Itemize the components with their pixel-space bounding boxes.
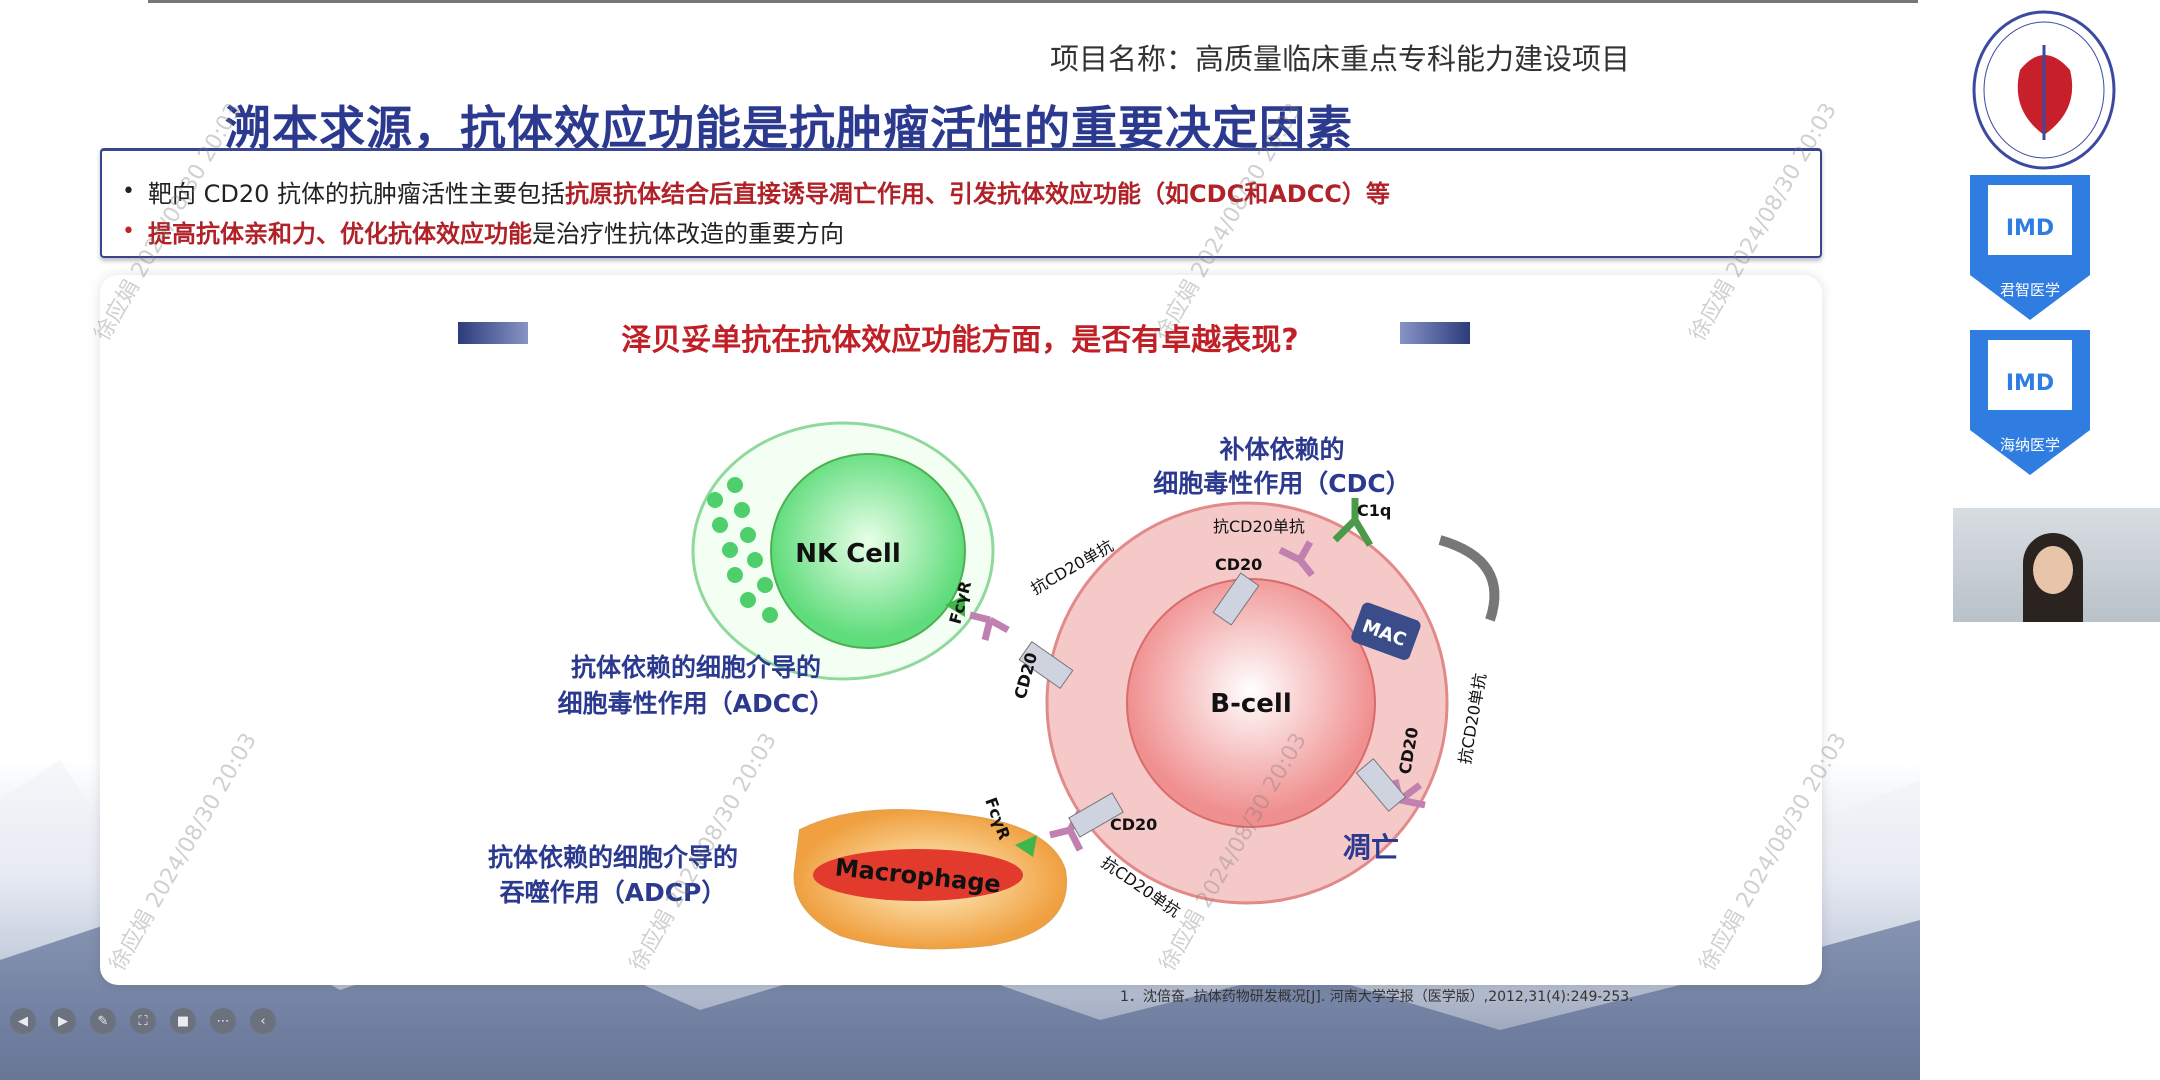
presenter-video[interactable] <box>1953 508 2160 622</box>
antibody-label: 抗CD20单抗 <box>1455 672 1490 766</box>
presenter-face <box>2033 546 2073 594</box>
b-cell: B-cell <box>1045 501 1449 905</box>
cd20-label: CD20 <box>1011 650 1042 701</box>
bullet-text: 靶向 CD20 抗体的抗肿瘤活性主要包括 <box>148 179 566 208</box>
project-name: 项目名称：高质量临床重点专科能力建设项目 <box>1049 42 1630 76</box>
fc-receptors <box>945 595 1037 857</box>
reference: 1．沈倍奋. 抗体药物研发概况[J]. 河南大学学报（医学版）,2012,31(… <box>1120 989 1634 1005</box>
slide-title: 溯本求源，抗体效应功能是抗肿瘤活性的重要决定因素 <box>225 101 1353 155</box>
mac-complex: MAC <box>1351 602 1421 660</box>
bullet-2: • 提高抗体亲和力、优化抗体效应功能是治疗性抗体改造的重要方向 <box>122 211 1820 251</box>
macrophage: Macrophage <box>793 809 1068 950</box>
top-divider <box>148 0 1918 3</box>
cdc-label-line2: 细胞毒性作用（CDC） <box>1153 469 1410 498</box>
nk-cell-label: NK Cell <box>795 539 901 569</box>
foundation-logo <box>1972 10 2116 170</box>
prev-slide-icon[interactable]: ◀ <box>10 1008 36 1034</box>
bullet-dot: • <box>122 178 135 204</box>
bullet-box: • 靶向 CD20 抗体的抗肿瘤活性主要包括抗原抗体结合后直接诱导凋亡作用、引发抗… <box>100 148 1822 258</box>
adcc-label-line2: 细胞毒性作用（ADCC） <box>558 689 835 718</box>
imd-text: IMD <box>2006 371 2054 396</box>
more-icon[interactable]: ⋯ <box>210 1008 236 1034</box>
imd-badge-junzhi: IMD 君智医学 <box>1970 175 2090 320</box>
c1q-complex <box>1332 498 1374 547</box>
b-cell-label: B-cell <box>1210 689 1291 719</box>
c1q-label: C1q <box>1357 501 1391 520</box>
camera-icon[interactable]: ■ <box>170 1008 196 1034</box>
logo-column: IMD 君智医学 IMD 海纳医学 <box>1940 0 2160 1080</box>
bullet-1: • 靶向 CD20 抗体的抗肿瘤活性主要包括抗原抗体结合后直接诱导凋亡作用、引发抗… <box>122 171 1820 211</box>
cd20-receptors <box>1018 572 1407 838</box>
cd20-label: CD20 <box>1215 555 1262 574</box>
bullet-highlight: 提高抗体亲和力、优化抗体效应功能 <box>148 219 532 248</box>
arrow-curve <box>1438 535 1500 622</box>
adcp-label-line2: 吞噬作用（ADCP） <box>500 878 727 907</box>
apoptosis-label: 凋亡 <box>1343 831 1399 864</box>
imd-caption: 海纳医学 <box>2000 436 2060 454</box>
bullet-dot: • <box>122 218 135 244</box>
cd20-label: CD20 <box>1110 815 1157 834</box>
adcc-label-line1: 抗体依赖的细胞介导的 <box>571 653 821 682</box>
presentation-toolbar: ◀ ▶ ✎ ⛶ ■ ⋯ ‹ <box>10 1008 276 1034</box>
imd-badge-haina: IMD 海纳医学 <box>1970 330 2090 475</box>
back-icon[interactable]: ‹ <box>250 1008 276 1034</box>
decor-bar-left <box>458 322 528 344</box>
pen-icon[interactable]: ✎ <box>90 1008 116 1034</box>
slide: 项目名称：高质量临床重点专科能力建设项目 溯本求源，抗体效应功能是抗肿瘤活性的重… <box>0 0 1920 1080</box>
subheading: 泽贝妥单抗在抗体效应功能方面，是否有卓越表现? <box>621 323 1299 358</box>
bullet-text: 是治疗性抗体改造的重要方向 <box>532 219 844 248</box>
fit-screen-icon[interactable]: ⛶ <box>130 1008 156 1034</box>
mechanism-diagram: NK Cell B-cell Macrophage MAC <box>488 421 1500 950</box>
adcp-label-line1: 抗体依赖的细胞介导的 <box>488 843 738 872</box>
imd-caption: 君智医学 <box>2000 281 2060 299</box>
bullet-highlight: 抗原抗体结合后直接诱导凋亡作用、引发抗体效应功能（如CDC和ADCC）等 <box>565 179 1390 208</box>
antibody-label: 抗CD20单抗 <box>1213 517 1305 536</box>
next-slide-icon[interactable]: ▶ <box>50 1008 76 1034</box>
imd-text: IMD <box>2006 216 2054 241</box>
nk-cell: NK Cell <box>691 421 995 681</box>
logos: IMD 君智医学 IMD 海纳医学 <box>1970 10 2116 475</box>
cdc-label-line1: 补体依赖的 <box>1219 435 1344 464</box>
